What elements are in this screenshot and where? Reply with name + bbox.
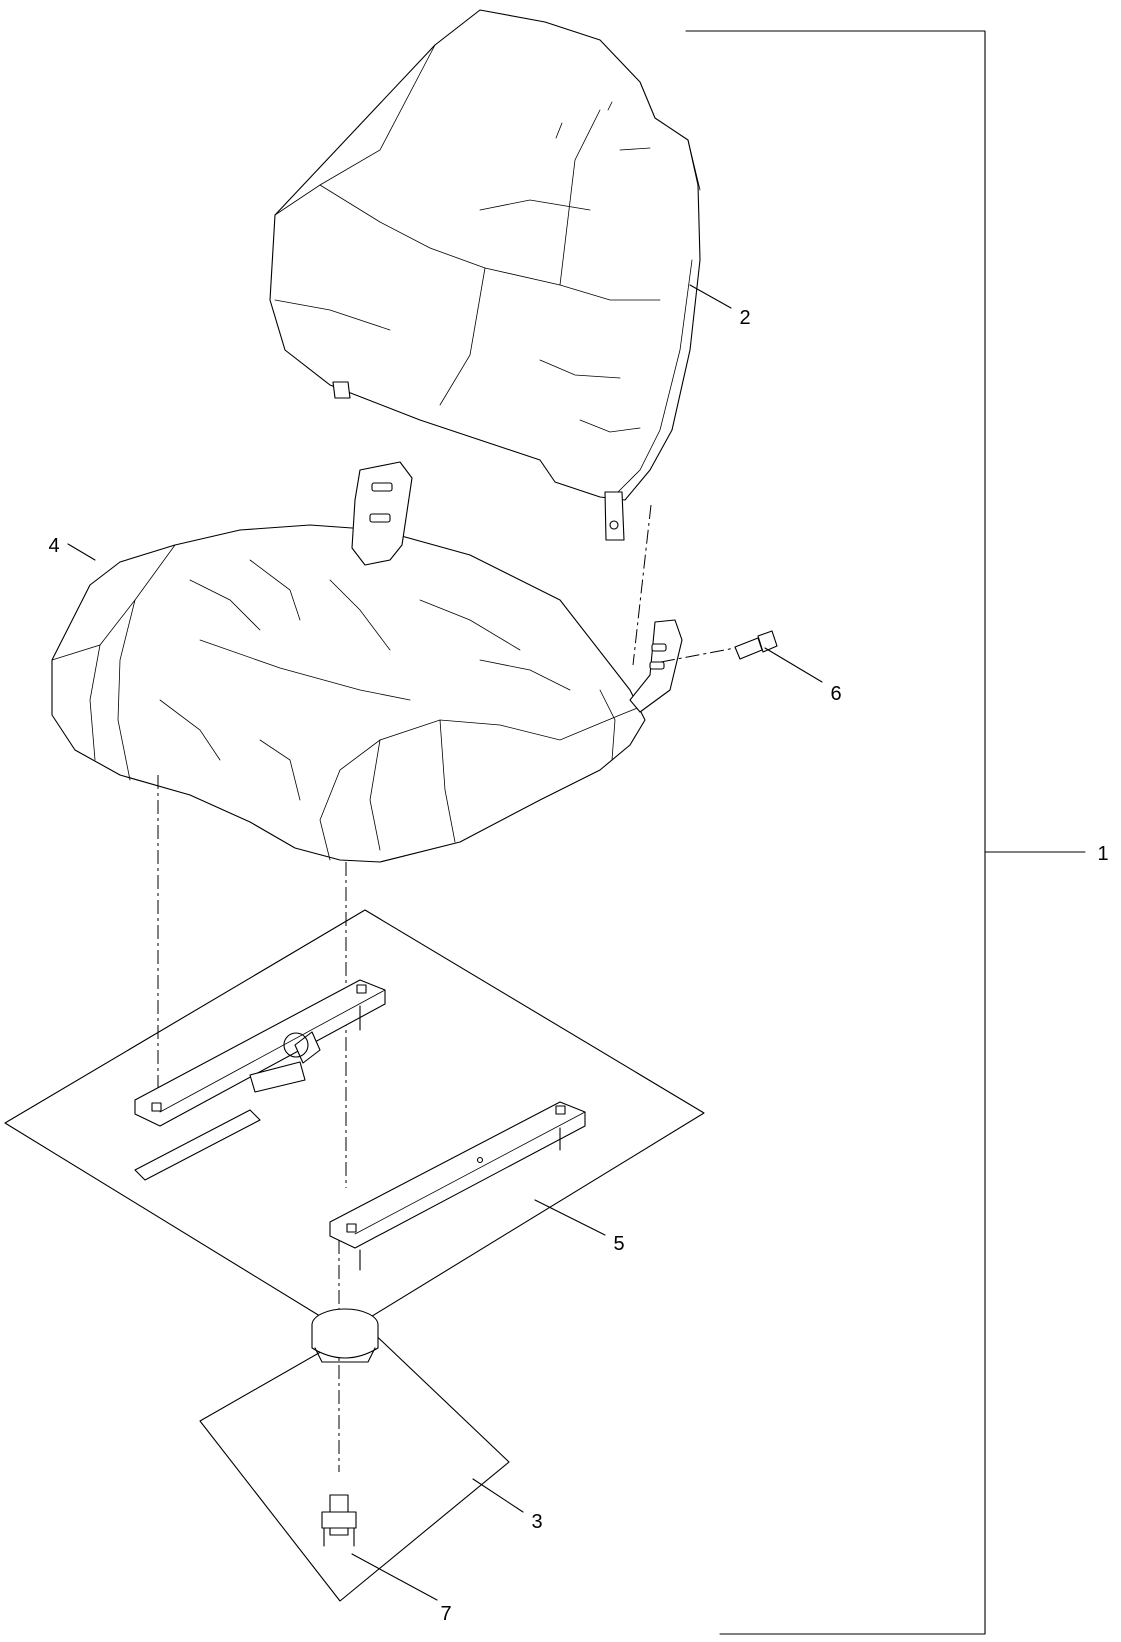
bolt xyxy=(734,630,778,660)
switch-kit xyxy=(199,1308,510,1602)
callout-5: 5 xyxy=(613,1233,624,1255)
callout-labels: 1 2 3 4 5 6 7 xyxy=(48,307,1108,1625)
leader-lines xyxy=(67,284,823,1601)
callout-1: 1 xyxy=(1097,843,1108,865)
seat-slides xyxy=(4,909,705,1333)
callout-7: 7 xyxy=(440,1603,451,1625)
assembly-bracket xyxy=(685,30,1086,1635)
callout-4: 4 xyxy=(48,535,59,557)
seat-cushion xyxy=(51,461,683,863)
callout-6: 6 xyxy=(830,683,841,705)
callout-2: 2 xyxy=(739,307,750,329)
callout-3: 3 xyxy=(531,1511,542,1533)
seat-back xyxy=(269,9,701,541)
